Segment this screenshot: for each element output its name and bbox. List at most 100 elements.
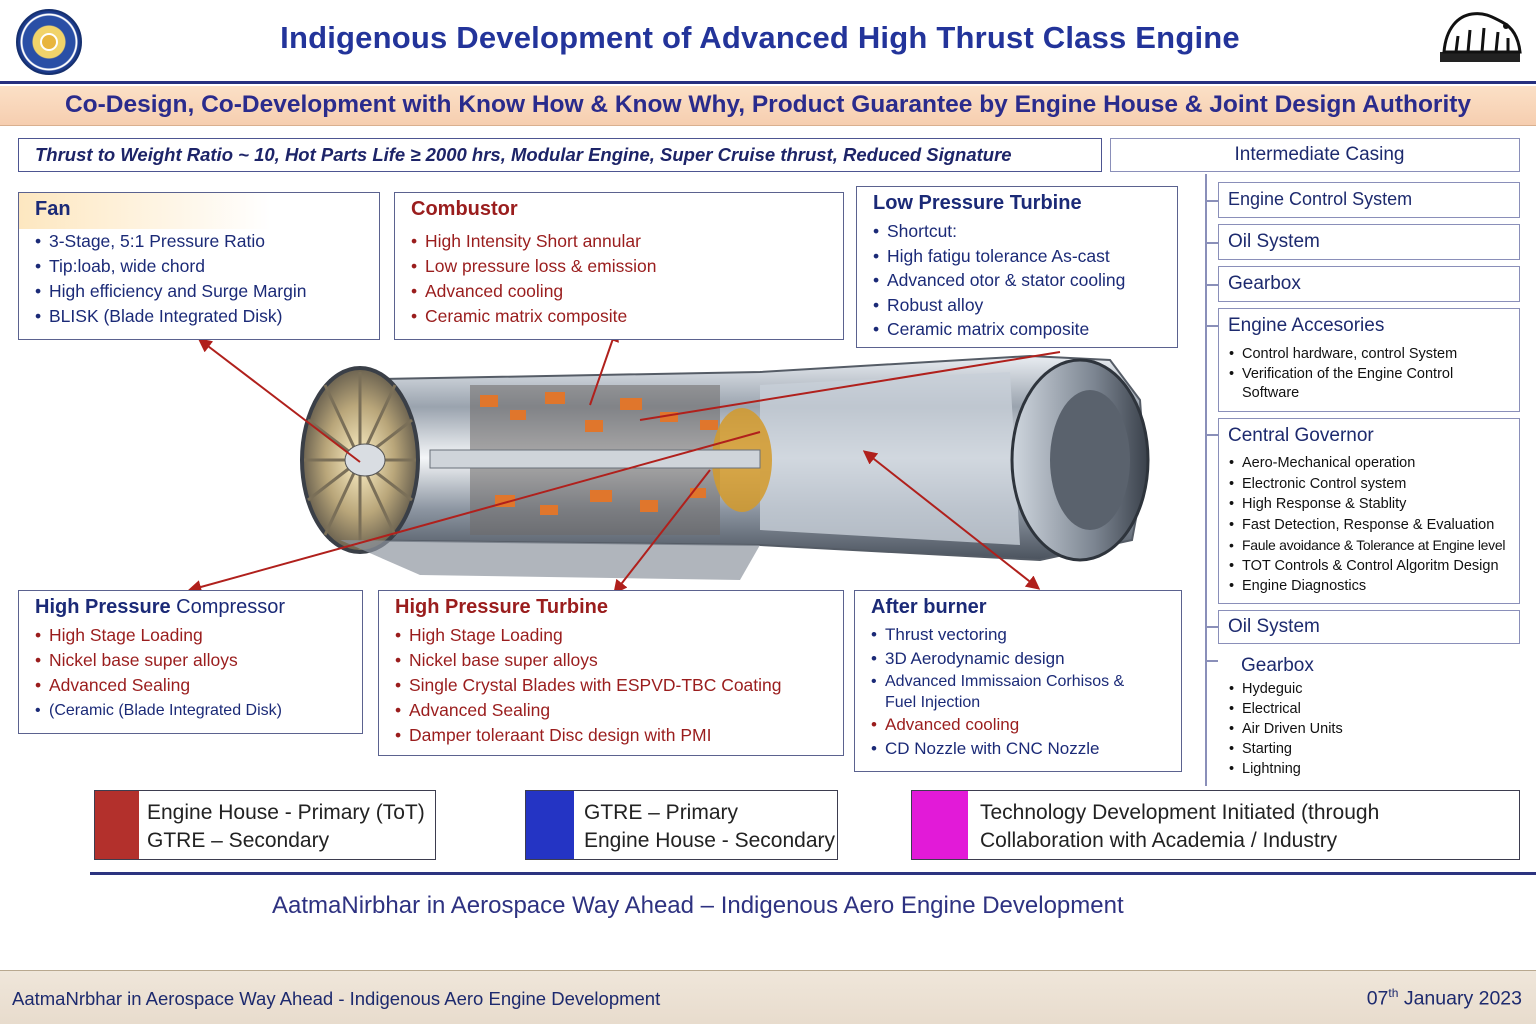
legend-line: Technology Development Initiated (throug… [980,801,1380,824]
page-title: Indigenous Development of Advanced High … [280,20,1240,55]
afterburner-list: Thrust vectoring 3D Aerodynamic design A… [855,623,1181,761]
engine-accessories-box: Engine Accesories Control hardware, cont… [1218,308,1520,412]
list-item: Damper toleraant Disc design with PMI [395,723,843,748]
list-item: Engine Diagnostics [1229,576,1519,597]
date-suffix: th [1388,986,1399,1000]
engine-body [300,354,1150,580]
gearbox-2-list: Hydeguic Electrical Air Driven Units Sta… [1219,677,1519,779]
list-item: High efficiency and Surge Margin [35,279,379,304]
oil-system-2-label: Oil System [1228,616,1320,637]
gearbox-box: Gearbox [1218,266,1520,302]
hpc-title-rest: Compressor [170,596,286,618]
bracket-tick [1205,325,1218,327]
legend-swatch-red [95,791,139,859]
lpt-list: Shortcut: High fatigu tolerance As-cast … [857,219,1177,342]
engine-control-box: Engine Control System [1218,182,1520,218]
list-item: Faule avoidance & Tolerance at Engine le… [1229,535,1519,556]
legend-line: Collaboration with Academia / Industry [980,829,1338,852]
intermediate-casing-box: Intermediate Casing [1110,138,1520,172]
header: Indigenous Development of Advanced High … [0,0,1536,84]
drdo-logo-icon [16,9,82,75]
bracket-tick [1205,660,1218,662]
list-item: Ceramic matrix composite [873,317,1177,342]
list-item: 3-Stage, 5:1 Pressure Ratio [35,229,379,254]
list-item: High Response & Stablity [1229,494,1519,515]
gearbox-2-box: Gearbox Hydeguic Electrical Air Driven U… [1218,648,1520,784]
list-item: Aero-Mechanical operation [1229,453,1519,474]
central-governor-box: Central Governor Aero-Mechanical operati… [1218,418,1520,604]
oil-system-2-box: Oil System [1218,610,1520,644]
gearbox-2-title: Gearbox [1241,655,1314,676]
list-item: Electrical [1229,699,1519,719]
list-item: Starting [1229,739,1519,759]
list-item: Advanced otor & stator cooling [873,268,1177,293]
list-item: High Stage Loading [35,623,362,648]
combustor-title: Combustor [411,198,518,220]
legend-text: Engine House - Primary (ToT) GTRE – Secon… [147,799,425,855]
date-rest: January 2023 [1398,987,1522,1010]
list-item: Tip:loab, wide chord [35,254,379,279]
divider [90,872,1536,875]
oil-system-label: Oil System [1228,231,1320,252]
central-governor-title: Central Governor [1228,425,1374,446]
bracket-tick [1205,200,1218,202]
legend-line: Engine House - Primary (ToT) [147,801,425,824]
right-column-bracket [1205,174,1207,786]
hpc-list: High Stage Loading Nickel base super all… [19,623,362,723]
fan-box: Fan 3-Stage, 5:1 Pressure Ratio Tip:loab… [18,192,380,340]
list-item: Advanced cooling [871,713,1181,737]
afterburner-title: After burner [871,596,987,618]
list-item: Advanced Immissaion Corhisos & Fuel Inje… [871,671,1141,713]
list-item: Advanced cooling [411,279,843,304]
list-item: Shortcut: [873,219,1177,244]
legend-engine-house: Engine House - Primary (ToT) GTRE – Secon… [94,790,436,860]
fan-title: Fan [19,193,379,229]
fan-list: 3-Stage, 5:1 Pressure Ratio Tip:loab, wi… [19,229,379,329]
list-item: Control hardware, control System [1229,345,1519,365]
bracket-tick [1205,242,1218,244]
list-item: Electronic Control system [1229,474,1519,495]
footer-date: 07th January 2023 [1367,986,1522,1011]
bracket-tick [1205,434,1218,436]
engine-accessories-title: Engine Accesories [1228,315,1385,336]
list-item: CD Nozzle with CNC Nozzle [871,737,1181,761]
hpc-box: High Pressure Compressor High Stage Load… [18,590,363,734]
hpc-title: High Pressure Compressor [19,591,362,623]
subtitle: Co-Design, Co-Development with Know How … [64,91,1472,118]
list-item: Air Driven Units [1229,719,1519,739]
list-item: Nickel base super alloys [35,648,362,673]
intermediate-casing-label: Intermediate Casing [1234,144,1405,165]
list-item: (Ceramic (Blade Integrated Disk) [35,698,362,723]
combustor-list: High Intensity Short annular Low pressur… [395,229,843,329]
list-item: Nickel base super alloys [395,648,843,673]
list-item: Thrust vectoring [871,623,1181,647]
lion-emblem-icon [1440,12,1522,62]
afterburner-box: After burner Thrust vectoring 3D Aerodyn… [854,590,1182,772]
list-item: Low pressure loss & emission [411,254,843,279]
legend-line: GTRE – Primary [584,801,739,824]
legend-swatch-blue [526,791,574,859]
engine-control-label: Engine Control System [1228,189,1413,209]
list-item: Fast Detection, Response & Evaluation [1229,515,1519,536]
list-item: Robust alloy [873,293,1177,318]
subtitle-bar: Co-Design, Co-Development with Know How … [0,86,1536,126]
footer-text: AatmaNrbhar in Aerospace Way Ahead - Ind… [12,988,661,1009]
list-item: Ceramic matrix composite [411,304,843,329]
footer: AatmaNrbhar in Aerospace Way Ahead - Ind… [0,970,1536,1024]
oil-system-box: Oil System [1218,224,1520,260]
bracket-tick [1205,284,1218,286]
list-item: High Intensity Short annular [411,229,843,254]
hpc-title-bold: High Pressure [35,596,171,618]
list-item: Hydeguic [1229,679,1519,699]
list-item: Advanced Sealing [395,698,843,723]
legend-line: Engine House - Secondary [584,829,835,852]
list-item: Lightning [1229,759,1519,779]
lpt-box: Low Pressure Turbine Shortcut: High fati… [856,186,1178,348]
lpt-title: Low Pressure Turbine [873,192,1082,214]
list-item: Single Crystal Blades with ESPVD-TBC Coa… [395,673,843,698]
legend-line: GTRE – Secondary [147,829,330,852]
list-item: High Stage Loading [395,623,843,648]
list-item: 3D Aerodynamic design [871,647,1181,671]
